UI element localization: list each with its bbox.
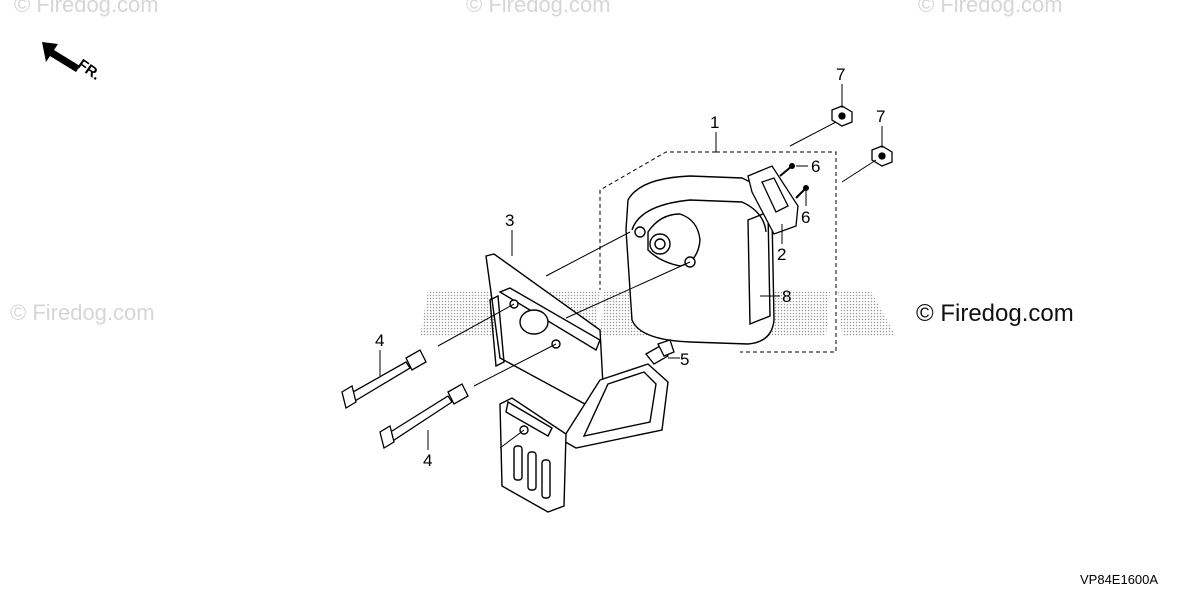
callout-4-upper: 4 [375,331,385,350]
diagram-code: VP84E1600A [1080,572,1159,587]
callout-2: 2 [777,245,787,264]
callout-4-lower: 4 [423,451,433,470]
callout-7-right: 7 [876,107,886,126]
flange-nuts [831,105,893,167]
muffler [625,175,775,345]
watermark-top-left: © Firedog.com [14,0,159,17]
stud-bolts [341,349,469,450]
assembly-lines [437,121,877,449]
callout-6-upper: 6 [811,157,821,176]
leader-lines [379,84,883,450]
assembly-bracket [599,151,716,290]
watermark-main: © Firedog.com [916,300,1074,327]
callout-3: 3 [505,211,515,230]
gasket-screws [779,163,809,199]
watermark-top-right: © Firedog.com [918,0,1063,17]
watermark-top-center: © Firedog.com [466,0,611,17]
watermark-left: © Firedog.com [10,300,155,325]
muffler-gasket [747,165,799,235]
flange-bolt [645,339,675,365]
callout-8: 8 [782,287,792,306]
callout-6-lower: 6 [801,208,811,227]
muffler-protector [485,253,605,411]
louvered-plate [499,397,567,513]
callout-7-left: 7 [836,65,846,84]
callout-5: 5 [680,350,690,369]
assembly-bracket-right [716,151,837,353]
callout-1: 1 [710,113,720,132]
front-direction-arrow [42,42,80,72]
